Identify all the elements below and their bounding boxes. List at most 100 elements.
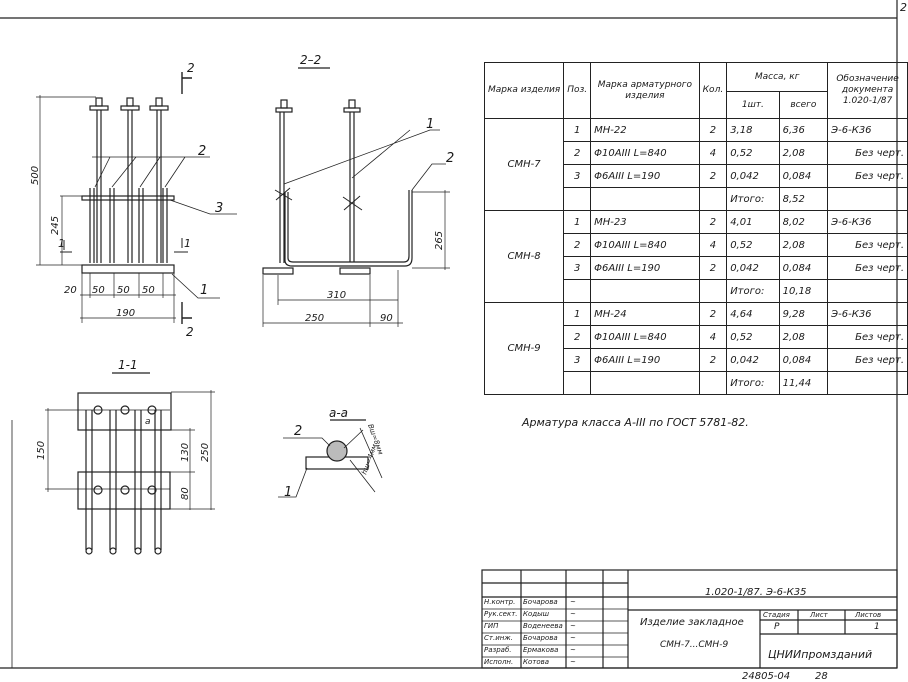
svg-text:1: 1 bbox=[426, 117, 434, 132]
signature-role: ГИП bbox=[484, 622, 499, 630]
item-cell: Φ10АIII L=840 bbox=[590, 325, 700, 349]
position-cell: 3 bbox=[563, 348, 592, 372]
total-mass-cell: 9,28 bbox=[778, 302, 829, 326]
sheets-label: Листов bbox=[855, 611, 882, 619]
empty-cell bbox=[590, 371, 700, 395]
position-cell: 3 bbox=[563, 256, 592, 280]
svg-text:2: 2 bbox=[198, 144, 206, 159]
svg-text:2–2: 2–2 bbox=[300, 53, 321, 67]
svg-text:250: 250 bbox=[200, 443, 211, 462]
svg-text:80: 80 bbox=[180, 487, 191, 500]
detail-a-a-labels: а-а 2 1 Вш=8мм hш=4мм bbox=[284, 406, 385, 500]
total-mass-cell: 2,08 bbox=[778, 233, 829, 257]
item-cell: Φ6АIII L=190 bbox=[590, 348, 700, 372]
position-cell: 1 bbox=[563, 118, 592, 142]
empty-cell bbox=[590, 279, 700, 303]
svg-text:50: 50 bbox=[117, 285, 130, 296]
svg-text:50: 50 bbox=[92, 285, 105, 296]
signature-name: Ермакова bbox=[523, 646, 559, 654]
svg-text:130: 130 bbox=[180, 443, 191, 462]
svg-text:150: 150 bbox=[36, 441, 47, 460]
header-doc: Обозначение документа 1.020-1/87 bbox=[827, 62, 908, 119]
front-view bbox=[36, 72, 237, 324]
doc-cell: Без черт. bbox=[827, 233, 908, 257]
svg-text:245: 245 bbox=[50, 216, 61, 235]
unit-mass-cell: 3,18 bbox=[726, 118, 780, 142]
item-cell: Φ6АIII L=190 bbox=[590, 164, 700, 188]
total-mass-cell: 2,08 bbox=[778, 325, 829, 349]
header-pos: Поз. bbox=[563, 62, 592, 119]
position-cell: 1 bbox=[563, 210, 592, 234]
svg-text:190: 190 bbox=[116, 308, 135, 319]
stage-value: Р bbox=[774, 622, 780, 632]
total-mass-cell: 2,08 bbox=[778, 141, 829, 165]
svg-text:hш=4мм: hш=4мм bbox=[360, 442, 379, 475]
product-mark: СМН-8 bbox=[483, 210, 565, 303]
doc-cell: Э-6-К36 bbox=[827, 118, 908, 142]
qty-cell: 4 bbox=[698, 233, 728, 257]
svg-text:1-1: 1-1 bbox=[118, 358, 138, 372]
svg-text:а-а: а-а bbox=[329, 406, 348, 420]
position-cell: 3 bbox=[563, 164, 592, 188]
front-view-labels: 2 2 1 1 500 245 20 50 50 50 190 1 2 3 bbox=[30, 61, 223, 339]
table-total-row: Итого: 8,52 bbox=[485, 187, 908, 211]
header-mass-unit: 1шт. bbox=[726, 91, 780, 119]
empty-cell bbox=[563, 187, 592, 211]
doc-cell: Без черт. bbox=[827, 256, 908, 280]
doc-cell: Э-6-К36 bbox=[827, 210, 908, 234]
svg-text:2: 2 bbox=[186, 325, 194, 339]
specification-table: Марка изделия Поз. Марка арматурного изд… bbox=[483, 62, 908, 395]
rebar-class-note: Арматура класса А-III по ГОСТ 5781-82. bbox=[522, 416, 749, 429]
doc-cell: Без черт. bbox=[827, 164, 908, 188]
svg-text:2: 2 bbox=[294, 424, 302, 439]
item-cell: МН-24 bbox=[590, 302, 700, 326]
empty-cell bbox=[827, 187, 908, 211]
empty-cell bbox=[827, 371, 908, 395]
doc-cell: Без черт. bbox=[827, 325, 908, 349]
total-label: Итого: bbox=[726, 279, 780, 303]
header-qty: Кол. bbox=[698, 62, 728, 119]
handwritten-signature: ~ bbox=[570, 610, 576, 618]
svg-text:250: 250 bbox=[305, 313, 324, 324]
signature-name: Бочарова bbox=[523, 634, 558, 642]
organization: ЦНИИпромзданий bbox=[768, 648, 873, 661]
empty-cell bbox=[827, 279, 908, 303]
sheets-value: 1 bbox=[874, 622, 880, 632]
total-label: Итого: bbox=[726, 187, 780, 211]
table-total-row: Итого: 10,18 bbox=[485, 279, 908, 303]
item-cell: Φ6АIII L=190 bbox=[590, 256, 700, 280]
unit-mass-cell: 0,52 bbox=[726, 325, 780, 349]
doc-cell: Без черт. bbox=[827, 348, 908, 372]
header-rebar-mark: Марка арматурного изделия bbox=[590, 62, 700, 119]
svg-text:20: 20 bbox=[64, 285, 77, 296]
header-mass: Масса, кг bbox=[726, 62, 829, 92]
svg-text:500: 500 bbox=[30, 166, 41, 185]
svg-text:1: 1 bbox=[184, 237, 191, 250]
empty-cell bbox=[698, 371, 728, 395]
total-mass-cell: 6,36 bbox=[778, 118, 829, 142]
unit-mass-cell: 0,042 bbox=[726, 164, 780, 188]
svg-text:50: 50 bbox=[142, 285, 155, 296]
document-designation: 1.020-1/87. Э-6-К35 bbox=[705, 587, 807, 598]
empty-cell bbox=[698, 187, 728, 211]
qty-cell: 2 bbox=[698, 210, 728, 234]
table-header-row: Марка изделия Поз. Марка арматурного изд… bbox=[483, 62, 908, 119]
total-label: Итого: bbox=[726, 371, 780, 395]
stage-label: Стадия bbox=[763, 611, 790, 619]
signature-name: Воденеева bbox=[523, 622, 563, 630]
section-1-1-view bbox=[45, 372, 215, 555]
handwritten-signature: ~ bbox=[570, 658, 576, 666]
section-2-2-view bbox=[262, 67, 450, 327]
total-mass-cell: 0,084 bbox=[778, 164, 829, 188]
handwritten-signature: ~ bbox=[570, 598, 576, 606]
total-mass-cell: 8,02 bbox=[778, 210, 829, 234]
position-cell: 2 bbox=[563, 141, 592, 165]
signature-name: Кодыш bbox=[523, 610, 550, 618]
item-cell: МН-22 bbox=[590, 118, 700, 142]
doc-cell: Э-6-К36 bbox=[827, 302, 908, 326]
empty-cell bbox=[590, 187, 700, 211]
section-2-2-labels: 2–2 1 2 310 250 90 265 bbox=[300, 53, 454, 324]
svg-text:265: 265 bbox=[434, 231, 445, 250]
